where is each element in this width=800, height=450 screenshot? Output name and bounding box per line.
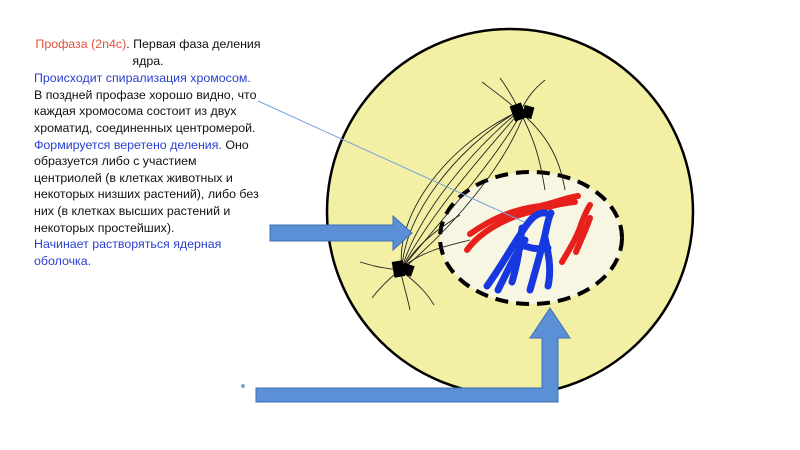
- title-term: Профаза: [35, 37, 87, 51]
- p2-highlight: Формируется веретено деления.: [34, 138, 222, 152]
- paragraph-spindle: Формируется веретено деления. Оно образу…: [34, 137, 262, 237]
- p1-highlight: Происходит спирализация хромосом.: [34, 71, 251, 85]
- p3-highlight: Начинает растворяться ядерная оболочка.: [34, 237, 221, 268]
- bullet-dot: [241, 384, 245, 388]
- slide-title: Профаза (2n4c). Первая фаза деления ядра…: [34, 36, 262, 69]
- title-rest: Первая фаза деления ядра.: [132, 37, 260, 68]
- title-formula: (2n4c): [91, 37, 126, 51]
- description-text: Профаза (2n4c). Первая фаза деления ядра…: [34, 36, 262, 269]
- p1-rest: В поздней профазе хорошо видно, что кажд…: [34, 88, 256, 135]
- paragraph-envelope: Начинает растворяться ядерная оболочка.: [34, 236, 262, 269]
- paragraph-chromosomes: Происходит спирализация хромосом. В позд…: [34, 70, 262, 136]
- p2-rest: Оно образуется либо с участием центриоле…: [34, 138, 259, 235]
- title-dot: .: [126, 37, 129, 51]
